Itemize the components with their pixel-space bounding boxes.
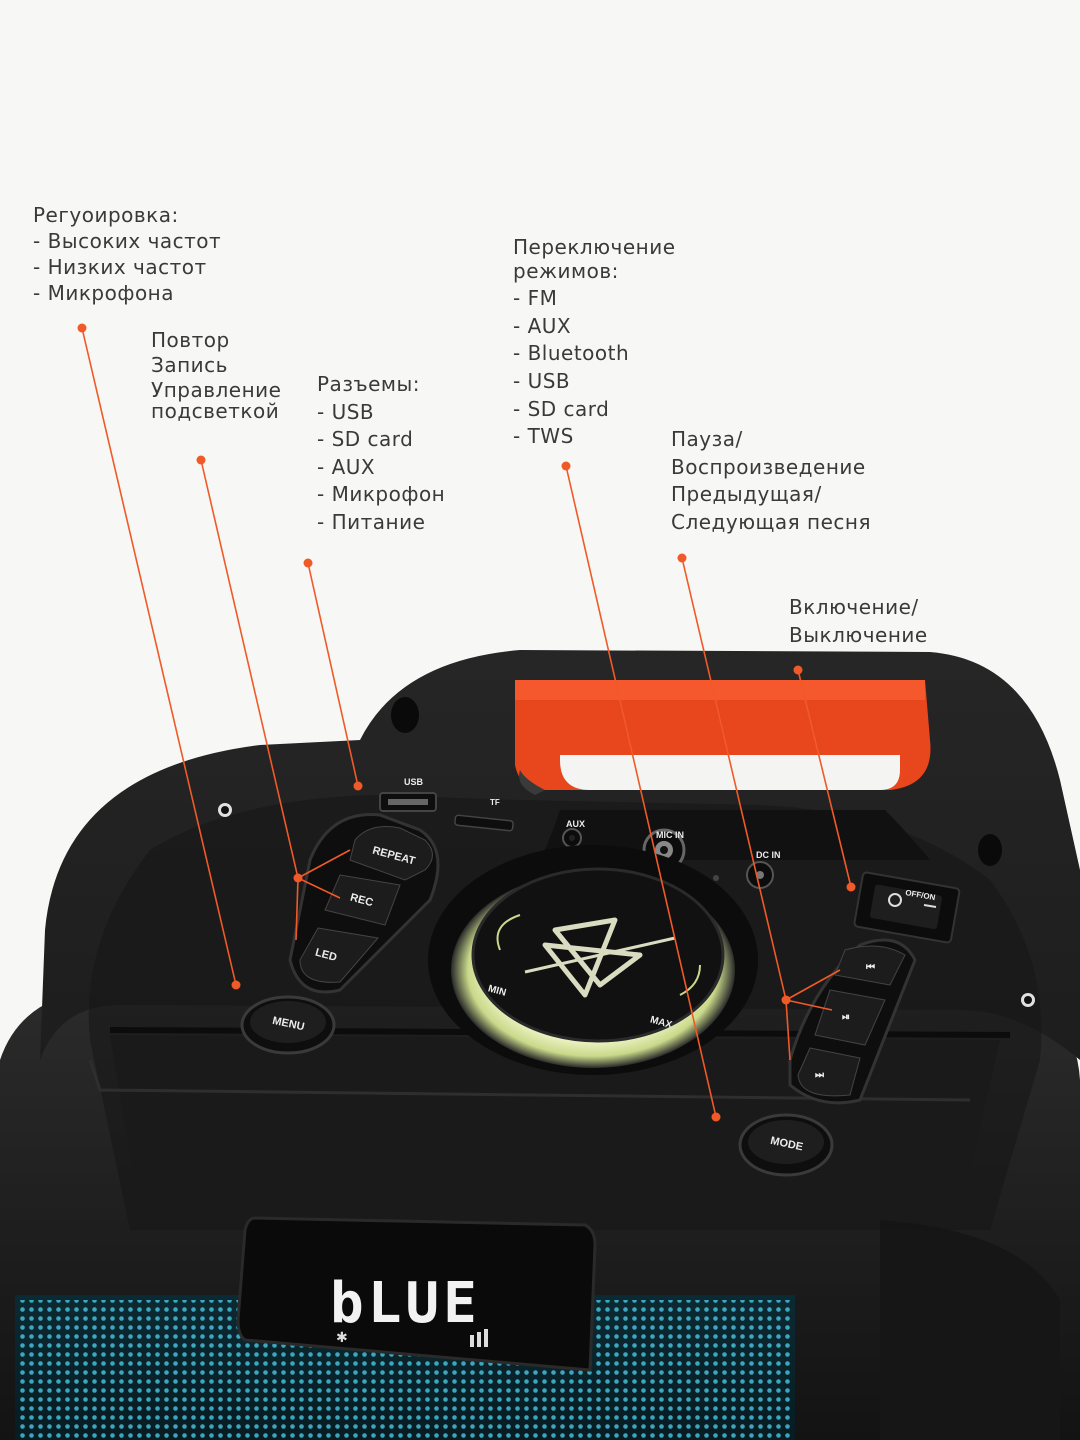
- prev-button[interactable]: ⏮: [834, 945, 906, 986]
- rec-button[interactable]: REC: [324, 874, 401, 926]
- callout-modes-item: - SD card: [513, 396, 610, 421]
- callout-playback: Пауза/ Воспроизведение Предыдущая/ Следу…: [671, 426, 871, 536]
- tf-slot: [454, 814, 514, 832]
- led-display: bLUE ✱: [236, 1216, 597, 1372]
- knob-min-label: MIN: [487, 983, 508, 998]
- callout-repeat: Повтор Запись Управление подсветкой: [151, 328, 281, 424]
- callout-modes: Переключение режимов: - FM - AUX - Bluet…: [513, 234, 676, 451]
- callout-adjust-item: - Микрофона: [33, 281, 175, 305]
- callout-ports-item: - AUX: [317, 454, 376, 479]
- aux-label: AUX: [566, 819, 585, 829]
- callout-modes-item: - Bluetooth: [513, 341, 630, 366]
- mic-label: MIC IN: [656, 830, 684, 840]
- callout-ports-item: - Питание: [317, 509, 426, 534]
- tf-label: TF: [490, 798, 500, 807]
- callout-ports-title: Разъемы:: [317, 372, 421, 396]
- callout-modes-item: - USB: [513, 368, 571, 393]
- callout-repeat-item: Повтор: [151, 328, 230, 352]
- play-pause-button[interactable]: ⏯: [814, 989, 886, 1046]
- callout-repeat-item: Запись: [151, 353, 228, 377]
- callout-playback-item: Пауза/: [671, 427, 743, 451]
- svg-text:✱: ✱: [336, 1330, 348, 1346]
- callout-adjust-item: - Низких частот: [33, 255, 207, 279]
- volume-knob[interactable]: MIN MAX: [428, 845, 758, 1075]
- callout-playback-item: Следующая песня: [671, 509, 872, 534]
- power-switch[interactable]: [853, 871, 961, 944]
- dc-label: DC IN: [756, 850, 781, 860]
- callout-adjust-item: - Высоких частот: [33, 229, 222, 253]
- svg-text:LED: LED: [314, 947, 338, 964]
- callout-modes-item: - FM: [513, 286, 558, 311]
- callout-modes-item: - TWS: [513, 424, 574, 449]
- callout-ports-item: - Микрофон: [317, 482, 446, 507]
- usb-port-label: USB: [404, 777, 424, 787]
- led-button[interactable]: LED: [299, 927, 379, 983]
- callout-repeat-item: Управление: [151, 378, 282, 402]
- callout-playback-item: Предыдущая/: [671, 482, 822, 507]
- repeat-button[interactable]: REPEAT: [349, 826, 433, 881]
- callout-adjust-title: Регуоировка:: [33, 203, 179, 227]
- callout-adjust: Регуоировка: - Высоких частот - Низких ч…: [33, 202, 221, 306]
- callout-ports-item: - SD card: [317, 427, 414, 452]
- callout-dots: [77, 323, 856, 1122]
- callout-power-item: Включение/: [789, 595, 919, 619]
- callout-repeat-item: подсветкой: [151, 399, 280, 423]
- svg-text:⏯: ⏯: [842, 1012, 850, 1023]
- callout-playback-item: Воспроизведение: [671, 454, 866, 479]
- callout-lines: [81, 327, 852, 1118]
- svg-text:⏮: ⏮: [866, 962, 875, 973]
- svg-text:REC: REC: [349, 892, 375, 910]
- mode-button[interactable]: MODE: [738, 1113, 834, 1177]
- display-text: bLUE: [330, 1271, 481, 1336]
- svg-text:⏭: ⏭: [815, 1070, 824, 1081]
- next-button[interactable]: ⏭: [797, 1047, 861, 1097]
- callout-ports-item: - USB: [317, 399, 375, 424]
- callout-power: Включение/ Выключение: [789, 593, 928, 649]
- callout-modes-title: Переключение: [513, 235, 676, 259]
- callout-modes-item: - AUX: [513, 313, 572, 338]
- callout-modes-title: режимов:: [513, 258, 619, 283]
- callout-ports: Разъемы: - USB - SD card - AUX - Микрофо…: [317, 371, 445, 537]
- menu-button[interactable]: MENU: [240, 995, 336, 1055]
- callout-power-item: Выключение: [789, 623, 928, 647]
